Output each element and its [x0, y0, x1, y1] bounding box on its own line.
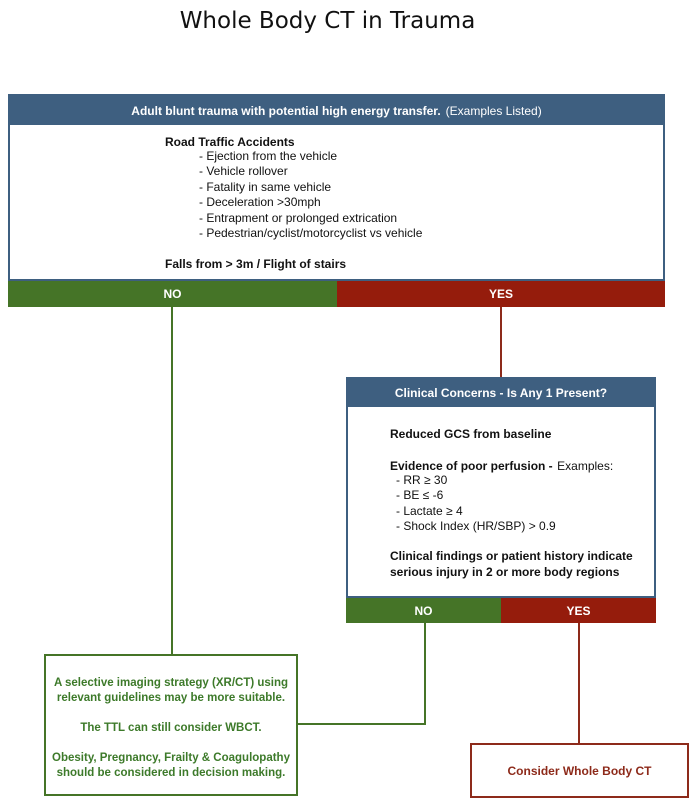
rta-heading: Road Traffic Accidents	[165, 135, 295, 149]
trauma-criteria-header-note: (Examples Listed)	[445, 103, 542, 118]
connector-yes-1-down	[500, 307, 502, 378]
diagram-title: Whole Body CT in Trauma	[179, 8, 476, 34]
gcs-criterion: Reduced GCS from baseline	[390, 427, 552, 441]
list-item: - Ejection from the vehicle	[199, 149, 338, 163]
trauma-criteria-header: Adult blunt trauma with potential high e…	[10, 96, 663, 125]
risk-factors-text: Obesity, Pregnancy, Frailty & Coagulopat…	[52, 752, 290, 779]
ttl-consider-text: The TTL can still consider WBCT.	[80, 722, 262, 734]
list-item: - Vehicle rollover	[199, 164, 288, 179]
list-item: - Deceleration >30mph	[199, 195, 321, 210]
perfusion-heading-bold: Evidence of poor perfusion -	[390, 459, 553, 473]
trauma-no-branch: NO	[8, 281, 337, 307]
selective-imaging-outcome: A selective imaging strategy (XR/CT) usi…	[44, 654, 298, 796]
list-item: - Fatality in same vehicle	[199, 179, 332, 194]
connector-yes-2-down	[578, 623, 580, 744]
list-item: - RR ≥ 30	[396, 473, 448, 487]
list-item: - Pedestrian/cyclist/motorcyclist vs veh…	[199, 226, 423, 241]
consider-wbct-outcome: Consider Whole Body CT	[470, 743, 689, 798]
clinical-yes-branch: YES	[501, 598, 656, 623]
rta-list: - Ejection from the vehicle - Vehicle ro…	[199, 149, 422, 241]
trauma-criteria-header-title: Adult blunt trauma with potential high e…	[131, 103, 441, 118]
connector-no-2-down	[424, 623, 426, 725]
connector-no-1-down	[171, 307, 173, 655]
list-item: - Lactate ≥ 4	[396, 503, 463, 518]
clinical-no-branch: NO	[346, 598, 501, 623]
connector-no-2-left	[296, 723, 426, 725]
list-item: - Shock Index (HR/SBP) > 0.9	[396, 519, 556, 534]
list-item: - BE ≤ -6	[396, 488, 444, 503]
findings-criterion: Clinical findings or patient history ind…	[390, 548, 633, 580]
findings-line-2: serious injury in 2 or more body regions	[390, 565, 620, 579]
trauma-criteria-box: Adult blunt trauma with potential high e…	[8, 94, 665, 281]
selective-imaging-text: A selective imaging strategy (XR/CT) usi…	[53, 677, 289, 704]
perfusion-heading: Evidence of poor perfusion - Examples:	[390, 457, 613, 475]
falls-criterion: Falls from > 3m / Flight of stairs	[165, 257, 347, 271]
clinical-concerns-box: Clinical Concerns - Is Any 1 Present? Re…	[346, 377, 656, 598]
consider-wbct-label: Consider Whole Body CT	[507, 763, 652, 778]
perfusion-heading-note: Examples:	[557, 459, 614, 473]
trauma-yes-branch: YES	[337, 281, 665, 307]
findings-line-1: Clinical findings or patient history ind…	[390, 549, 633, 563]
list-item: - Entrapment or prolonged extrication	[199, 210, 398, 225]
perfusion-list: - RR ≥ 30 - BE ≤ -6 - Lactate ≥ 4 - Shoc…	[396, 473, 556, 535]
clinical-concerns-header: Clinical Concerns - Is Any 1 Present?	[348, 379, 654, 407]
